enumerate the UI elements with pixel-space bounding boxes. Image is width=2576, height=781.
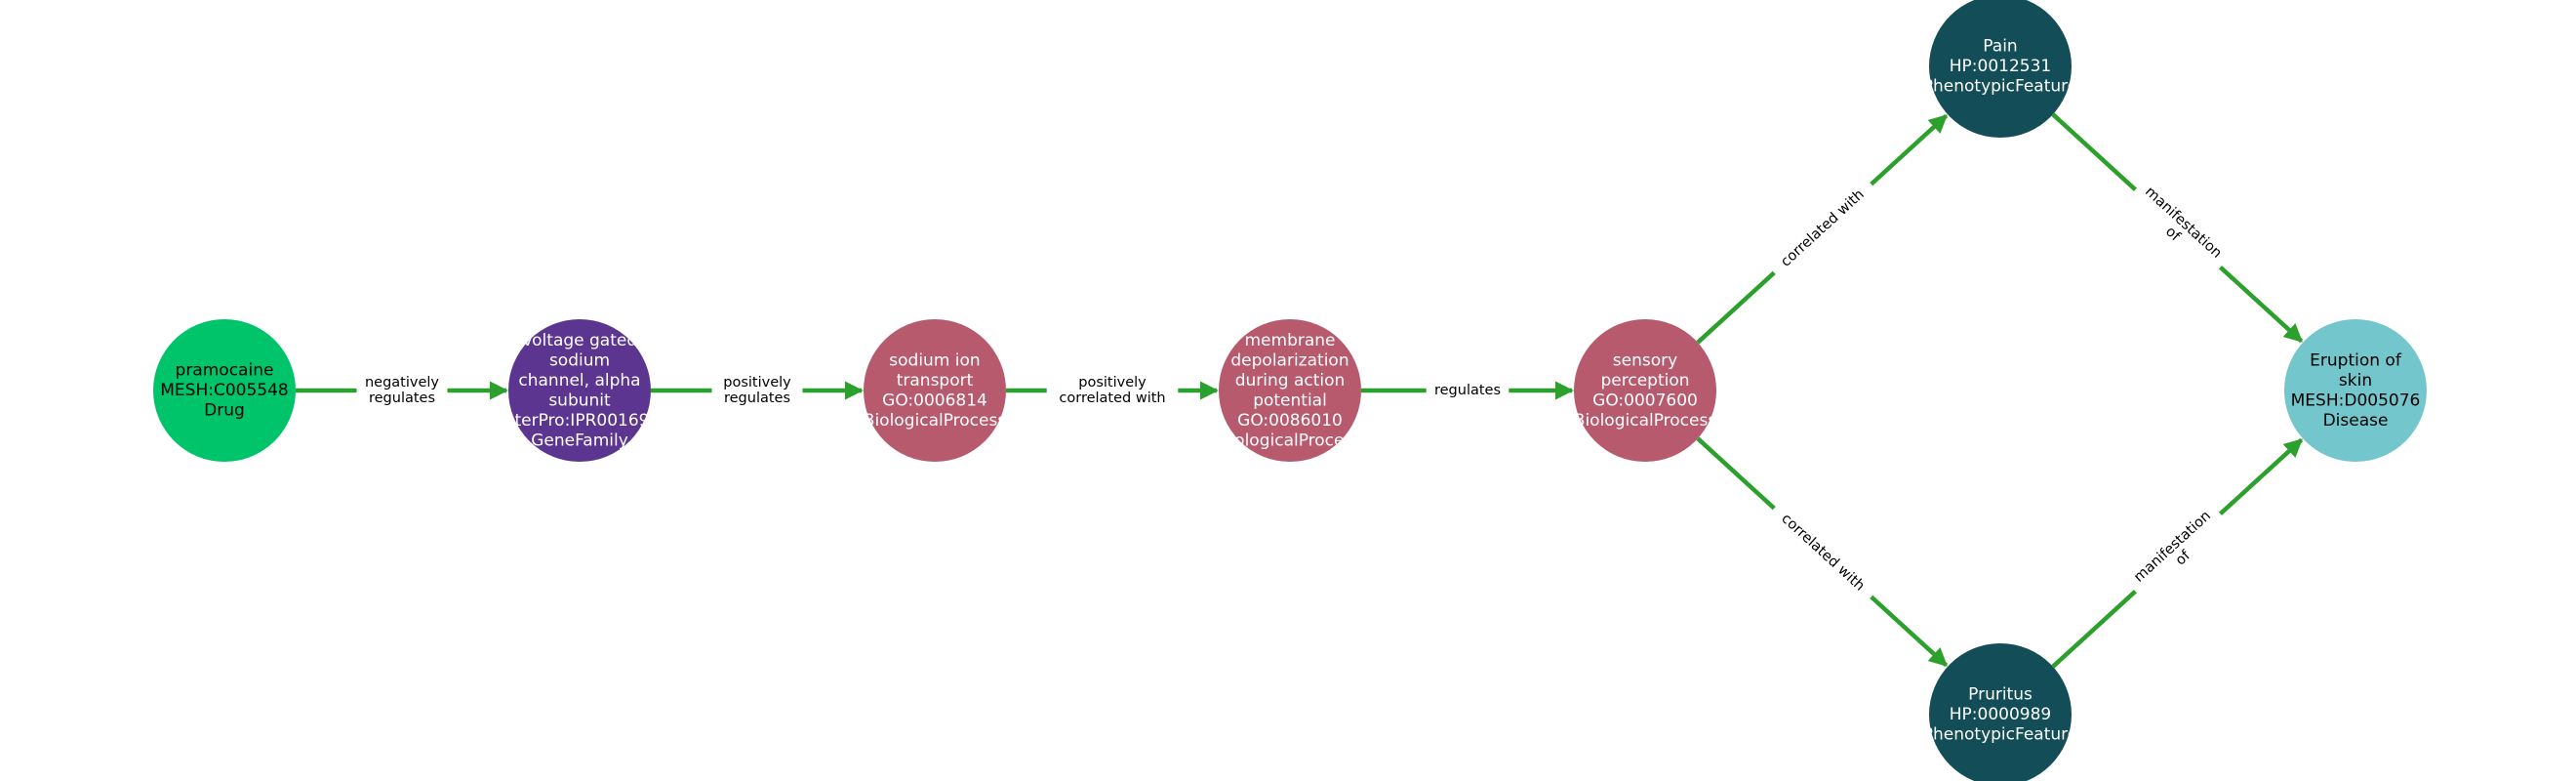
node-label-line: perception: [1600, 371, 1689, 390]
node-label-line: Pruritus: [1968, 685, 2033, 705]
node-label-line: membrane: [1244, 331, 1335, 350]
edge-label-background: [1426, 380, 1509, 401]
edge-label-line: positively: [723, 375, 791, 390]
node-label-line: sensory: [1613, 350, 1677, 370]
edge-label-background: [356, 372, 448, 409]
node-label-line: pramocaine: [176, 361, 274, 381]
node-label-line: HP:0012531: [1950, 57, 2051, 76]
node-circle: [1219, 319, 1361, 462]
node-label-line: GO:0007600: [1592, 390, 1698, 410]
edge-label-line: correlated with: [1778, 186, 1867, 269]
edge-label-line: regulates: [369, 390, 435, 406]
node-circle: [1929, 643, 2072, 781]
node-label-line: depolarization: [1230, 350, 1348, 370]
node-label-line: GO:0086010: [1237, 411, 1343, 431]
edge-label-background: [1766, 176, 1879, 281]
edge-label-line: correlated with: [1778, 511, 1867, 594]
node-label-line: Drug: [204, 401, 245, 421]
node-label-line: PhenotypicFeature: [1923, 725, 2078, 745]
edge-label-line: negatively: [365, 375, 439, 390]
node-circle: [1574, 319, 1716, 462]
node-label-line: potential: [1253, 390, 1327, 410]
node-label-line: Pain: [1983, 37, 2017, 57]
edge-label-text: correlated with: [1778, 186, 1867, 269]
node-label-line: InterPro:IPR001696: [500, 411, 661, 431]
node-label-line: PhenotypicFeature: [1923, 77, 2078, 97]
node-circle: [2284, 319, 2427, 462]
edge-pruritus-eos: manifestationof: [2051, 437, 2304, 669]
node-label-line: BiologicalProcess: [1574, 411, 1717, 431]
edge-label-line: correlated with: [1059, 390, 1165, 406]
node-label-line: Disease: [2323, 411, 2389, 431]
node-label-line: during action: [1235, 371, 1346, 390]
node-label-line: MESH:D005076: [2291, 390, 2421, 410]
edge-pain-eos: manifestationof: [2051, 112, 2304, 344]
node-label-line: subunit: [548, 390, 611, 410]
edge-label-line: positively: [1078, 375, 1147, 390]
edge-mdap-sp: regulates: [1361, 380, 1574, 401]
edge-sp-pain: correlated with: [1696, 113, 1949, 345]
edge-label: manifestationof: [2122, 500, 2234, 605]
node-label-line: BiologicalProcess: [864, 411, 1007, 431]
node-label-line: sodium ion: [889, 350, 980, 370]
edge-label: manifestationof: [2122, 176, 2234, 281]
node-label-line: Voltage gated: [522, 331, 637, 350]
edge-label-line: regulates: [724, 390, 790, 406]
edge-label-line: regulates: [1434, 383, 1501, 398]
node-circle: [153, 319, 296, 462]
node-label-line: channel, alpha: [518, 371, 640, 390]
node-circle: [1929, 0, 2072, 138]
edge-label-background: [2122, 176, 2234, 281]
node-label-line: sodium: [549, 350, 610, 370]
node-label-line: GO:0006814: [882, 390, 987, 410]
edge-label-background: [1766, 500, 1879, 605]
node-label-line: MESH:C005548: [160, 381, 288, 400]
node-circle: [508, 319, 651, 462]
edge-label-background: [1046, 372, 1179, 409]
edge-sp-pruritus: correlated with: [1696, 436, 1949, 668]
edge-label-background: [2122, 500, 2234, 605]
edge-label-text: correlated with: [1778, 511, 1867, 594]
edge-label: correlated with: [1766, 500, 1879, 605]
node-label-line: HP:0000989: [1950, 705, 2051, 724]
node-label-line: transport: [897, 371, 974, 390]
node-label-line: skin: [2339, 371, 2372, 390]
node-label-line: Eruption of: [2310, 350, 2402, 370]
node-label-line: GeneFamily: [531, 431, 628, 450]
edge-label: regulates: [1426, 380, 1509, 401]
edge-label-background: [711, 372, 803, 409]
node-circle: [864, 319, 1006, 462]
node-label-line: BiologicalProcess: [1219, 431, 1362, 450]
edge-label: correlated with: [1766, 176, 1879, 281]
edge-label-text: regulates: [1434, 383, 1501, 398]
